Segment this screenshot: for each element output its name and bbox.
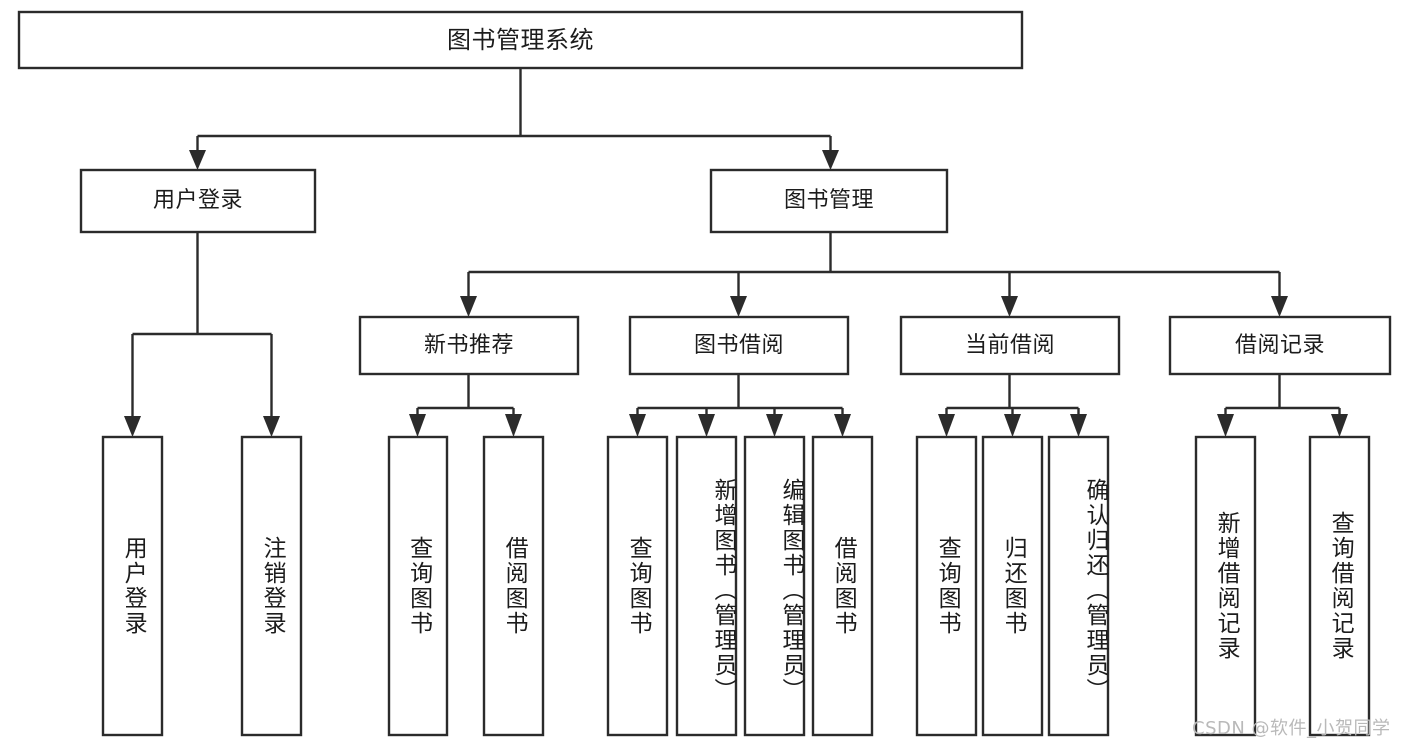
arrow-head-nbr-leaf-2 [505, 414, 522, 437]
arrow-head-nbr-leaf-1 [409, 414, 426, 437]
arrow-head-cb-leaf-2 [1004, 414, 1021, 437]
node-box-current-borrow[interactable] [899, 315, 1121, 376]
node-box-leaf-bb-3[interactable] [743, 435, 806, 737]
node-box-new-book-recommend[interactable] [358, 315, 580, 376]
arrow-head-cb-leaf-3 [1070, 414, 1087, 437]
node-box-borrow-record[interactable] [1168, 315, 1392, 376]
node-box-user-login[interactable] [79, 168, 317, 234]
arrow-head-borrow-record [1271, 296, 1288, 317]
node-box-book-manage[interactable] [709, 168, 949, 234]
arrow-head-bb-leaf-3 [766, 414, 783, 437]
node-box-leaf-cb-1[interactable] [915, 435, 978, 737]
connector-group-book-manage-children [460, 232, 1288, 317]
arrow-head-user-login-leaf-2 [263, 416, 280, 437]
arrow-head-bb-leaf-1 [629, 414, 646, 437]
node-box-leaf-cb-3[interactable] [1047, 435, 1110, 737]
arrow-head-bb-leaf-2 [698, 414, 715, 437]
arrow-head-to-user-login [189, 150, 206, 170]
arrow-head-br-leaf-2 [1331, 414, 1348, 437]
node-box-leaf-bb-4[interactable] [811, 435, 874, 737]
arrow-head-to-book-manage [822, 150, 839, 170]
node-box-leaf-br-2[interactable] [1308, 435, 1371, 737]
arrow-head-br-leaf-1 [1217, 414, 1234, 437]
node-box-leaf-bb-2[interactable] [675, 435, 738, 737]
node-box-book-borrow[interactable] [628, 315, 850, 376]
node-box-leaf-bb-1[interactable] [606, 435, 669, 737]
connector-group-current-borrow-children [938, 374, 1087, 437]
arrow-head-current-borrow [1001, 296, 1018, 317]
connector-group-user-login-children [124, 232, 280, 437]
node-box-leaf-nbr-2[interactable] [482, 435, 545, 737]
connector-group-borrow-record-children [1217, 374, 1348, 437]
arrow-head-book-borrow [730, 296, 747, 317]
node-box-leaf-cb-2[interactable] [981, 435, 1044, 737]
node-box-root[interactable] [17, 10, 1024, 70]
connector-group-book-borrow-children [629, 374, 851, 437]
node-box-leaf-user-login-2[interactable] [240, 435, 303, 737]
connector-group-new-book-recommend-children [409, 374, 522, 437]
arrow-head-cb-leaf-1 [938, 414, 955, 437]
node-box-leaf-nbr-1[interactable] [387, 435, 449, 737]
arrow-head-user-login-leaf-1 [124, 416, 141, 437]
arrow-head-bb-leaf-4 [834, 414, 851, 437]
arrow-head-new-book-recommend [460, 296, 477, 317]
node-box-leaf-br-1[interactable] [1194, 435, 1257, 737]
connector-group-root-to-level2 [189, 68, 839, 170]
node-box-leaf-user-login-1[interactable] [101, 435, 164, 737]
